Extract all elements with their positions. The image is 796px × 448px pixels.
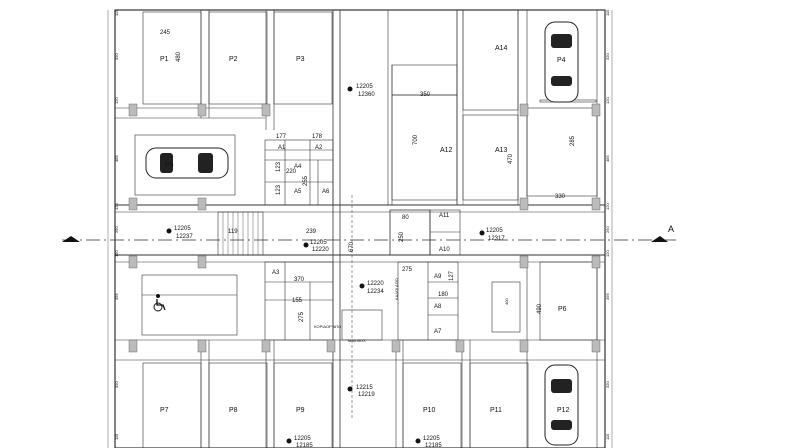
storage-label-a9: A9 <box>434 274 442 280</box>
level-l6-bottom: 12219 <box>358 392 375 398</box>
parking-label-p6: P6 <box>558 306 567 313</box>
dim-119: 119 <box>228 229 238 235</box>
storage-label-a10: A10 <box>439 247 450 253</box>
level-l4-top: 12220 <box>367 281 384 287</box>
side-dims-right-label: 115 <box>605 433 610 440</box>
dim-370: 370 <box>294 277 305 283</box>
dim-80: 80 <box>402 215 409 221</box>
section-marker: A <box>668 224 674 234</box>
parking-label-p8: P8 <box>229 407 238 414</box>
parking-label-p5: P5 <box>165 162 174 169</box>
level-l8-bottom: 12185 <box>425 443 442 448</box>
level-l4-bottom: 12234 <box>367 289 384 295</box>
storage-label-a3: A3 <box>272 270 280 276</box>
parking-label-p1: P1 <box>160 56 169 63</box>
room-label-korido: ΚΟΡΙΔΟΡ ΑΠΟ <box>314 324 341 329</box>
dim-480: 480 <box>176 51 182 62</box>
parking-label-p12: P12 <box>557 407 570 414</box>
side-dims-right-label: 320 <box>605 53 610 60</box>
dim-470: 470 <box>508 153 514 164</box>
parking-label-p10: P10 <box>423 407 436 414</box>
level-l3-top: 12205 <box>486 228 503 234</box>
side-dims-right-label: 250 <box>605 226 610 233</box>
dim-177: 177 <box>276 134 287 140</box>
storage-label-a8: A8 <box>434 304 442 310</box>
level-l5-bottom: 12220 <box>312 247 329 253</box>
parking-label-p9: P9 <box>296 407 305 414</box>
dim-178: 178 <box>312 134 323 140</box>
parking-label-p11: P11 <box>490 407 502 414</box>
storage-label-a13: A13 <box>495 147 508 154</box>
storage-label-a5: A5 <box>294 189 302 195</box>
storage-label-a6: A6 <box>322 189 330 195</box>
room-label-mailbox: MAILBOX <box>348 338 366 343</box>
dim-670: 670 <box>349 241 355 252</box>
side-dims-left-label: 320 <box>114 53 119 60</box>
side-dims-left-label: 485 <box>114 155 119 162</box>
side-dims-left-label: 250 <box>114 226 119 233</box>
side-dims-right-label: 115 <box>605 9 610 16</box>
dim-275b: 275 <box>402 267 413 273</box>
level-l7-top: 12205 <box>294 436 311 442</box>
dim-239: 239 <box>306 229 317 235</box>
side-dimensions-left: 115 320 120 485 120 250 120 395 320 115 <box>114 9 119 440</box>
wheelchair-icon <box>153 294 166 312</box>
side-dims-left-label: 115 <box>114 433 119 440</box>
room-label-kados: ΚΑΔΟΙ ΑΠΟ <box>394 278 399 300</box>
car-icon-p12 <box>544 364 579 446</box>
level-l2-bottom: 12237 <box>176 234 193 240</box>
side-dims-right-label: 120 <box>605 203 610 210</box>
side-dims-right-label: 485 <box>605 155 610 162</box>
dim-285: 285 <box>570 135 576 146</box>
side-dims-left-label: 395 <box>114 293 119 300</box>
dim-180: 180 <box>438 292 449 298</box>
parking-label-p2: P2 <box>229 56 238 63</box>
level-l5-top: 12205 <box>310 240 327 246</box>
dim-275: 275 <box>299 311 305 322</box>
parking-label-p7: P7 <box>160 407 169 414</box>
storage-label-a2: A2 <box>315 145 323 151</box>
level-l1-bottom: 12360 <box>358 92 375 98</box>
car-icon-p4 <box>544 21 579 103</box>
storage-label-a12: A12 <box>440 147 453 154</box>
dim-245: 245 <box>160 30 171 36</box>
side-dims-right-label: 320 <box>605 381 610 388</box>
parking-label-p3: P3 <box>296 56 305 63</box>
side-dims-right-label: 395 <box>605 293 610 300</box>
side-dimensions-right: 115 320 120 485 120 250 120 395 320 115 <box>605 9 610 440</box>
level-l7-bottom: 12185 <box>296 443 313 448</box>
dim-127: 127 <box>449 270 455 281</box>
dim-490: 490 <box>537 303 543 314</box>
dim-350: 350 <box>420 92 431 98</box>
dim-255: 255 <box>303 175 309 186</box>
level-l8-top: 12205 <box>423 436 440 442</box>
side-dims-left-label: 115 <box>114 9 119 16</box>
side-dims-right-label: 120 <box>605 250 610 257</box>
level-l2-top: 12205 <box>174 226 191 232</box>
side-dims-left-label: 120 <box>114 250 119 257</box>
storage-label-a11: A11 <box>439 213 450 219</box>
dim-220: 220 <box>286 169 297 175</box>
storage-label-a1: A1 <box>278 145 286 151</box>
dim-250: 250 <box>399 231 405 242</box>
level-l6-top: 12215 <box>356 385 373 391</box>
storage-label-a7: A7 <box>434 329 442 335</box>
dim-700: 700 <box>413 134 419 145</box>
storage-label-a14: A14 <box>495 45 508 52</box>
dim-155: 155 <box>292 298 303 304</box>
dim-400: 400 <box>504 298 509 305</box>
side-dims-right-label: 120 <box>605 97 610 104</box>
side-dims-left-label: 120 <box>114 97 119 104</box>
side-dims-left-label: 320 <box>114 381 119 388</box>
level-l1-top: 12205 <box>356 84 373 90</box>
dim-330: 330 <box>555 194 566 200</box>
dim-123b: 123 <box>276 184 282 195</box>
storage-label-a4: A4 <box>294 164 302 170</box>
car-icon-p5 <box>145 147 229 179</box>
parking-label-p4: P4 <box>557 57 566 64</box>
level-l3-bottom: 12317 <box>488 236 505 242</box>
side-dims-left-label: 120 <box>114 203 119 210</box>
dim-123a: 123 <box>276 161 282 172</box>
